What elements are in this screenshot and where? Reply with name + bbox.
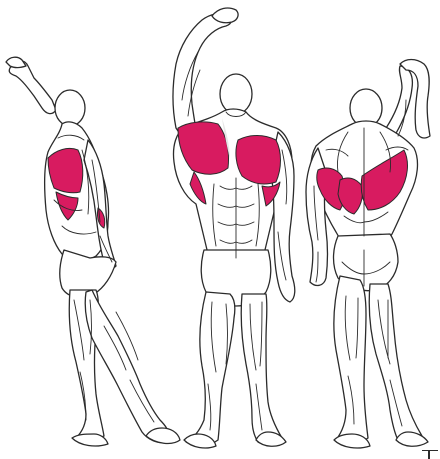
figure-front-view (173, 8, 295, 448)
figure-side-view (6, 57, 180, 446)
figure-back-view (306, 60, 430, 449)
corner-mark (422, 450, 438, 459)
